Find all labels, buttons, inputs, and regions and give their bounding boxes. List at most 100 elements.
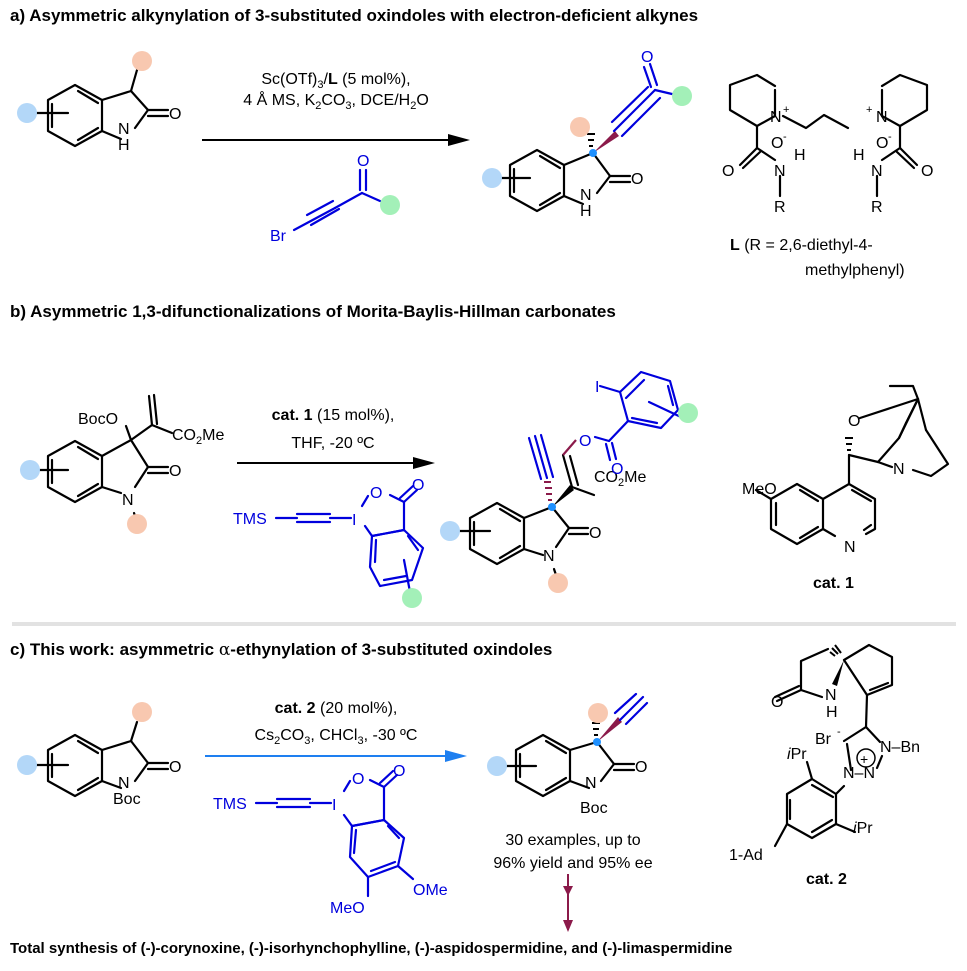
alkyne-substituent-dot (380, 195, 400, 215)
svg-text:Boc: Boc (113, 791, 141, 808)
svg-text:CO2Me: CO2Me (172, 427, 224, 447)
ebx-reagent-c: TMS I O O OMe MeO (213, 763, 448, 917)
svg-text:O: O (876, 135, 888, 152)
cat2-caption: cat. 2 (806, 871, 847, 888)
svg-text:O: O (722, 163, 734, 180)
reaction-arrow-b (237, 457, 435, 469)
svg-text:R: R (774, 199, 786, 216)
svg-text:R: R (871, 199, 883, 216)
ebx-reagent-b: TMS I O O (233, 477, 424, 608)
svg-text:N: N (770, 109, 782, 126)
svg-text:O: O (611, 461, 623, 478)
svg-text:I: I (332, 797, 336, 814)
svg-text:N: N (122, 492, 134, 509)
section-a-heading: a) Asymmetric alkynylation of 3-substitu… (10, 6, 699, 25)
svg-text:+: + (783, 104, 789, 116)
svg-text:N: N (585, 775, 597, 792)
heading-c-alpha: α (218, 640, 231, 660)
svg-text:-: - (837, 726, 841, 738)
svg-text:N: N (825, 687, 837, 704)
heading-c-post: -ethynylation of 3-substituted oxindoles (230, 640, 553, 659)
svg-text:I: I (595, 379, 599, 396)
conditions-a-line1: Sc(OTf)3/L (5 mol%), (261, 71, 410, 91)
label-n: N (118, 121, 130, 138)
svg-text:O: O (393, 763, 405, 780)
ligand-caption-line1: L (R = 2,6-diethyl-4- (730, 237, 873, 254)
stereocenter-dot (589, 149, 597, 157)
svg-text:O: O (635, 759, 647, 776)
substrate-b: BocO CO2Me O N (20, 393, 224, 534)
cat2-structure: + O N H Br - N–Bn N–N iPr iPr 1-Ad (729, 643, 920, 864)
svg-text:OMe: OMe (413, 882, 448, 899)
svg-text:Br: Br (815, 731, 832, 748)
svg-text:N: N (876, 109, 888, 126)
downstream-arrow (563, 874, 573, 932)
conditions-a-line2: 4 Å MS, K2CO3, DCE/H2O (243, 90, 429, 112)
svg-text:O: O (641, 49, 653, 66)
ring-substituent-dot (17, 103, 37, 123)
svg-text:N: N (580, 187, 592, 204)
svg-text:O: O (579, 433, 591, 450)
svg-text:1-Ad: 1-Ad (729, 847, 763, 864)
svg-text:N–Bn: N–Bn (880, 739, 920, 756)
svg-text:H: H (794, 147, 806, 164)
bromoalkynone-reagent: Br O (270, 153, 400, 245)
svg-text:O: O (771, 694, 783, 711)
svg-text:O: O (370, 485, 382, 502)
substrate-c: O N Boc (17, 702, 181, 808)
heading-c-pre: c) This work: asymmetric (10, 640, 219, 659)
svg-text:N–N: N–N (843, 765, 875, 782)
result-line1: 30 examples, up to (505, 832, 640, 849)
svg-text:MeO: MeO (742, 481, 777, 498)
label-br: Br (270, 228, 287, 245)
svg-text:iPr: iPr (853, 820, 873, 837)
svg-text:H: H (580, 203, 592, 220)
svg-text:TMS: TMS (233, 511, 267, 528)
label-h: H (118, 137, 130, 154)
svg-text:O: O (169, 759, 181, 776)
svg-text:O: O (352, 771, 364, 788)
svg-text:N: N (543, 548, 555, 565)
svg-text:I: I (352, 512, 356, 529)
svg-text:N: N (893, 461, 905, 478)
svg-text:H: H (853, 147, 865, 164)
reaction-arrow-a (202, 134, 470, 146)
svg-text:O: O (589, 525, 601, 542)
svg-text:BocO: BocO (78, 411, 118, 428)
product-a: O N H O (482, 49, 692, 220)
svg-text:-: - (888, 131, 892, 143)
ligand-caption-line2: methylphenyl) (805, 262, 905, 279)
svg-text:N: N (774, 163, 786, 180)
label-o: O (169, 106, 181, 123)
svg-text:H: H (826, 704, 838, 721)
conditions-b-line2: THF, -20 ºC (291, 435, 374, 452)
substrate-a: O N H (17, 51, 181, 154)
c3-substituent-dot (132, 51, 152, 71)
section-divider (12, 622, 956, 626)
svg-text:TMS: TMS (213, 796, 247, 813)
svg-text:O: O (631, 171, 643, 188)
svg-text:+: + (866, 104, 872, 116)
svg-text:iPr: iPr (787, 746, 807, 763)
conditions-c-line2: Cs2CO3, CHCl3, -30 ºC (255, 727, 418, 747)
product-b: CO2Me O N O O I (440, 370, 698, 593)
svg-text:MeO: MeO (330, 900, 365, 917)
section-c-heading: c) This work: asymmetric α-ethynylation … (10, 640, 552, 660)
svg-text:O: O (412, 477, 424, 494)
svg-text:N: N (844, 539, 856, 556)
cat1-caption: cat. 1 (813, 575, 854, 592)
svg-text:N: N (871, 163, 883, 180)
svg-text:O: O (771, 135, 783, 152)
ligand-l-structure: N+ O- H O N R N+ O- H O N R (722, 73, 933, 216)
svg-text:O: O (921, 163, 933, 180)
footer-total-synthesis: Total synthesis of (-)-corynoxine, (-)-i… (10, 940, 733, 957)
svg-text:CO2Me: CO2Me (594, 469, 646, 489)
conditions-c-line1: cat. 2 (20 mol%), (275, 700, 398, 717)
conditions-b-line1: cat. 1 (15 mol%), (272, 407, 395, 424)
svg-text:N: N (118, 775, 130, 792)
cat1-structure: MeO O N N (742, 384, 950, 556)
label-o: O (357, 153, 369, 170)
svg-text:Boc: Boc (580, 800, 608, 817)
svg-text:O: O (848, 413, 860, 430)
